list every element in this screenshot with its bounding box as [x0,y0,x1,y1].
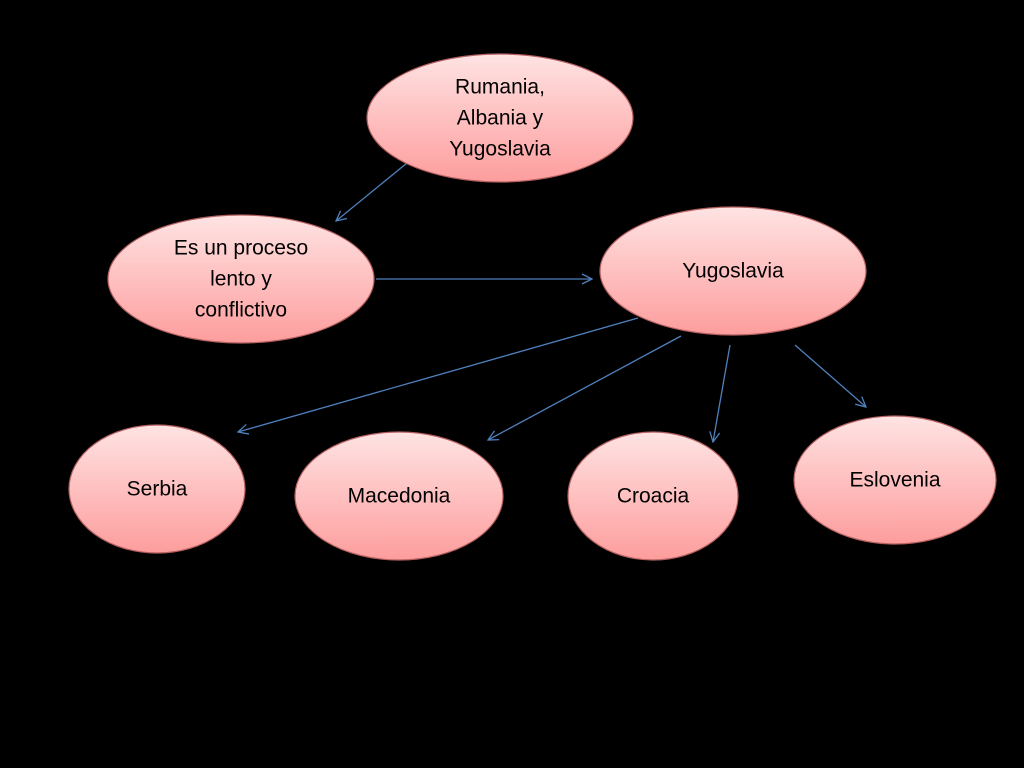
node-yugoslavia: Yugoslavia [599,206,867,336]
arrow-yugoslavia-to-serbia [238,317,639,432]
node-eslovenia: Eslovenia [793,415,997,545]
concept-nodes: Rumania, Albania y Yugoslavia Es un proceso… [68,53,997,561]
node-label-croacia: Croacia [617,485,690,508]
node-shape-croacia [567,431,739,561]
node-label-eslovenia: Eslovenia [849,469,940,492]
node-label-proceso: lento y [210,268,272,291]
node-label-proceso: conflictivo [195,299,287,322]
node-label-rumania: Yugoslavia [449,138,551,161]
arrow-yugoslavia-to-eslovenia [794,344,866,407]
node-label-yugoslavia: Yugoslavia [682,260,784,283]
node-label-macedonia: Macedonia [348,485,451,508]
node-label-rumania: Rumania, [455,76,545,99]
node-shape-serbia [68,424,246,554]
node-shape-proceso [107,214,375,344]
node-label-rumania: Albania y [457,107,544,130]
node-serbia: Serbia [68,424,246,554]
node-label-proceso: Es un proceso [174,237,308,260]
node-croacia: Croacia [567,431,739,561]
arrow-rumania-to-proceso [336,162,408,221]
node-proceso: Es un proceso lento y conflictivo [107,214,375,344]
node-label-serbia: Serbia [127,478,188,501]
node-macedonia: Macedonia [294,431,504,561]
arrow-yugoslavia-to-croacia [713,344,731,442]
node-shape-eslovenia [793,415,997,545]
node-shape-yugoslavia [599,206,867,336]
arrow-yugoslavia-to-macedonia [488,335,682,440]
connector-arrows [238,162,866,442]
node-shape-macedonia [294,431,504,561]
node-rumania: Rumania, Albania y Yugoslavia [366,53,634,183]
node-shape-rumania [366,53,634,183]
